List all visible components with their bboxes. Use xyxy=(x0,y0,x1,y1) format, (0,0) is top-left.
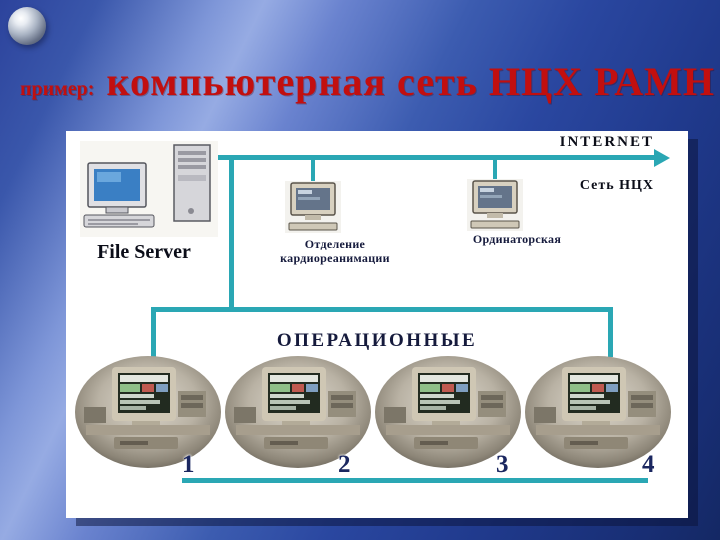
station-number-1: 1 xyxy=(182,451,195,478)
staff-room-computer-icon xyxy=(467,179,523,231)
operating-rooms-label: ОПЕРАЦИОННЫЕ xyxy=(276,330,478,351)
cardio-ward-label-line1: Отделение xyxy=(304,237,366,251)
trunk-line xyxy=(229,155,234,312)
cardio-ward-computer-icon xyxy=(285,181,341,233)
station-number-4: 4 xyxy=(642,451,655,478)
cardio-ward-label-line2: кардиореанимации xyxy=(280,251,390,265)
connector-line-staff xyxy=(493,155,497,181)
connector-line-left xyxy=(151,307,156,357)
connector-line-right xyxy=(608,307,613,357)
stations-bus-line xyxy=(182,478,648,483)
station-photo-1 xyxy=(74,355,222,469)
station-photo-2 xyxy=(224,355,372,469)
internet-arrowhead-icon xyxy=(654,149,670,167)
cardio-ward-label: Отделение кардиореанимации xyxy=(251,237,419,265)
internet-bus-line xyxy=(203,155,655,160)
stations-row xyxy=(74,355,672,469)
staff-room-label: Ординаторская xyxy=(472,232,562,246)
nch-network-label: Сеть НЦХ xyxy=(579,178,654,193)
station-photo-3 xyxy=(374,355,522,469)
station-number-3: 3 xyxy=(496,451,509,478)
slide-title: пример: компьютерная сеть НЦХ РАМН xyxy=(20,58,716,105)
station-photo-4 xyxy=(524,355,672,469)
internet-label: INTERNET xyxy=(559,134,654,150)
title-text: компьютерная сеть НЦХ РАМН xyxy=(106,59,716,104)
operating-bus-line xyxy=(151,307,613,312)
file-server-label: File Server xyxy=(97,241,191,263)
title-prefix: пример: xyxy=(20,78,95,100)
station-number-2: 2 xyxy=(338,451,351,478)
connector-line-cardio xyxy=(311,155,315,183)
bullet-sphere-icon xyxy=(8,7,46,45)
diagram-panel: INTERNET Сеть НЦХ File Server xyxy=(66,131,688,518)
file-server-icon xyxy=(80,141,218,237)
